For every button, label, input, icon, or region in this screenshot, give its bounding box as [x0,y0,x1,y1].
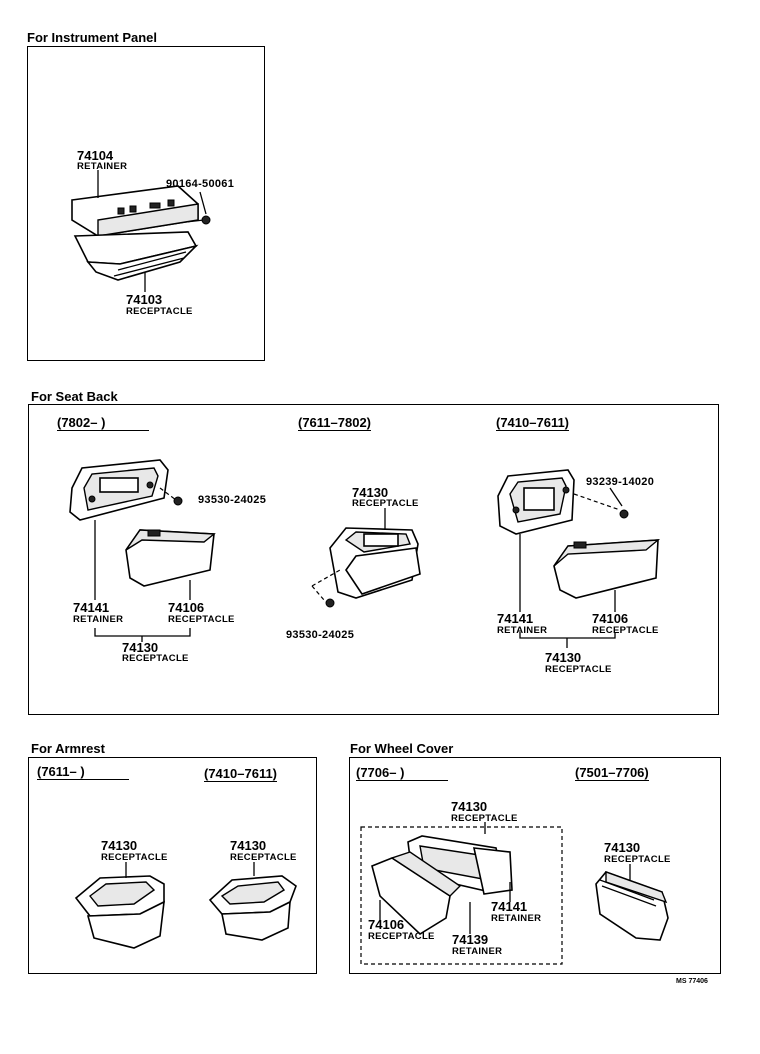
label-74141-wheelcover-name: RETAINER [491,913,542,924]
section-title-wheel-cover: For Wheel Cover [350,741,454,756]
label-74130-wheelcover-col2-name: RECEPTACLE [604,854,671,865]
label-74130-wheelcover-col1-name: RECEPTACLE [451,813,518,824]
assy-74130-armrest-col2-drawing [208,862,297,941]
assy-74130-armrest-col1-drawing [74,862,165,949]
label-90164-50061: 90164-50061 [166,178,235,190]
label-74130-armrest-col2-name: RECEPTACLE [230,852,297,863]
assy-74130-wheelcover-col2-drawing [595,864,669,941]
screw-93530-24025-col1-drawing [159,487,183,506]
footer-code: MS 77406 [676,978,708,985]
label-74130-col2-name: RECEPTACLE [352,498,419,509]
bracket-74130-col1-drawing [94,628,191,642]
label-74106-col3-name: RECEPTACLE [592,625,659,636]
label-74139-wheelcover-pn: 74139 [452,932,489,947]
label-74130-col1-name: RECEPTACLE [122,653,189,664]
label-74130-col1-pn: 74130 [122,640,159,655]
label-74106-wheelcover-name: RECEPTACLE [368,931,435,942]
screw-90164-50061-drawing [185,191,211,225]
assy-74130-col2-drawing [329,508,421,599]
section-title-instrument-panel: For Instrument Panel [27,30,158,45]
receptacle-74103-drawing [73,231,199,292]
instrument-panel-box [27,46,265,361]
bracket-74130-col3-drawing [519,632,616,648]
label-74106-wheelcover-pn: 74106 [368,917,405,932]
label-74130-col2-pn: 74130 [352,485,389,500]
armrest-col1-range: (7611– ) [37,764,129,780]
label-74106-col3-pn: 74106 [592,611,629,626]
receptacle-74106-col1-drawing [125,529,216,600]
wheel-cover-col2-range: (7501–7706) [575,765,649,781]
label-74130-armrest-col1-name: RECEPTACLE [101,852,168,863]
label-74130-col3-name: RECEPTACLE [545,664,612,675]
seat-back-col1-range: (7802– ) [57,415,149,431]
label-74139-wheelcover-name: RETAINER [452,946,503,957]
label-93530-24025-col2: 93530-24025 [286,629,355,641]
label-74104-name: RETAINER [77,161,128,172]
receptacle-74106-col3-drawing [553,539,661,612]
retainer-74141-col1-drawing [69,459,169,600]
armrest-col2-range: (7410–7611) [204,766,278,782]
wheel-cover-box [349,757,721,974]
label-93530-24025-col1: 93530-24025 [198,494,267,506]
seat-back-col3-range: (7410–7611) [496,415,570,431]
armrest-box [28,757,317,974]
assy-74130-wheelcover-col1-drawing [360,822,563,965]
label-74130-armrest-col2-pn: 74130 [230,838,267,853]
label-74103-name: RECEPTACLE [126,306,193,317]
label-74130-wheelcover-col2-pn: 74130 [604,840,641,855]
screw-93530-24025-col2-drawing [311,569,341,608]
label-74103-pn: 74103 [126,292,163,307]
retainer-74141-col3-drawing [497,469,575,612]
label-74130-wheelcover-col1-pn: 74130 [451,799,488,814]
label-74141-col1-pn: 74141 [73,600,110,615]
seat-back-col2-range: (7611–7802) [298,415,372,431]
wheel-cover-col1-range: (7706– ) [356,765,448,781]
label-74130-armrest-col1-pn: 74130 [101,838,138,853]
label-74104-pn: 74104 [77,148,114,163]
label-74141-col1-name: RETAINER [73,614,124,625]
label-93239-14020-col3: 93239-14020 [586,476,655,488]
label-74130-col3-pn: 74130 [545,650,582,665]
section-title-armrest: For Armrest [31,741,105,756]
label-74141-col3-pn: 74141 [497,611,534,626]
label-74141-wheelcover-pn: 74141 [491,899,528,914]
retainer-74104-drawing [71,170,199,237]
seat-back-box [28,404,719,715]
label-74106-col1-pn: 74106 [168,600,205,615]
section-title-seat-back: For Seat Back [31,389,118,404]
label-74141-col3-name: RETAINER [497,625,548,636]
screw-93239-14020-col3-drawing [573,487,629,519]
label-74106-col1-name: RECEPTACLE [168,614,235,625]
